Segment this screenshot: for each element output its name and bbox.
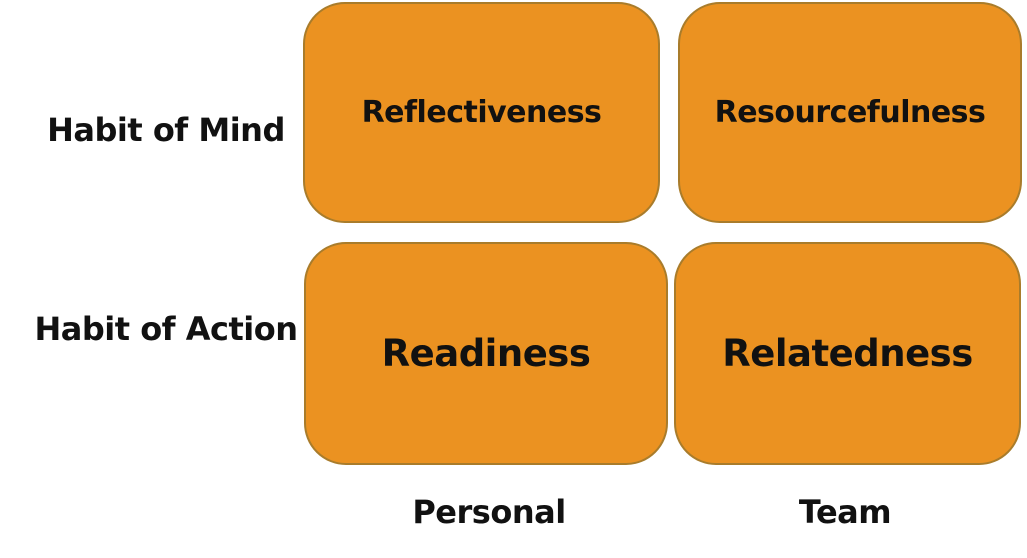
matrix-cell-label: Reflectiveness	[361, 95, 602, 130]
matrix-cell-label: Readiness	[381, 332, 591, 375]
column-label-team: Team	[798, 493, 892, 531]
row-label-habit-of-action: Habit of Action	[34, 310, 299, 348]
matrix-cell-readiness: Readiness	[304, 242, 668, 465]
matrix-cell-reflectiveness: Reflectiveness	[303, 2, 660, 223]
column-label-personal: Personal	[412, 493, 566, 531]
matrix-cell-label: Resourcefulness	[714, 95, 986, 130]
row-label-habit-of-mind: Habit of Mind	[47, 111, 285, 149]
matrix-cell-resourcefulness: Resourcefulness	[678, 2, 1022, 223]
matrix-cell-label: Relatedness	[722, 332, 973, 375]
matrix-cell-relatedness: Relatedness	[674, 242, 1021, 465]
